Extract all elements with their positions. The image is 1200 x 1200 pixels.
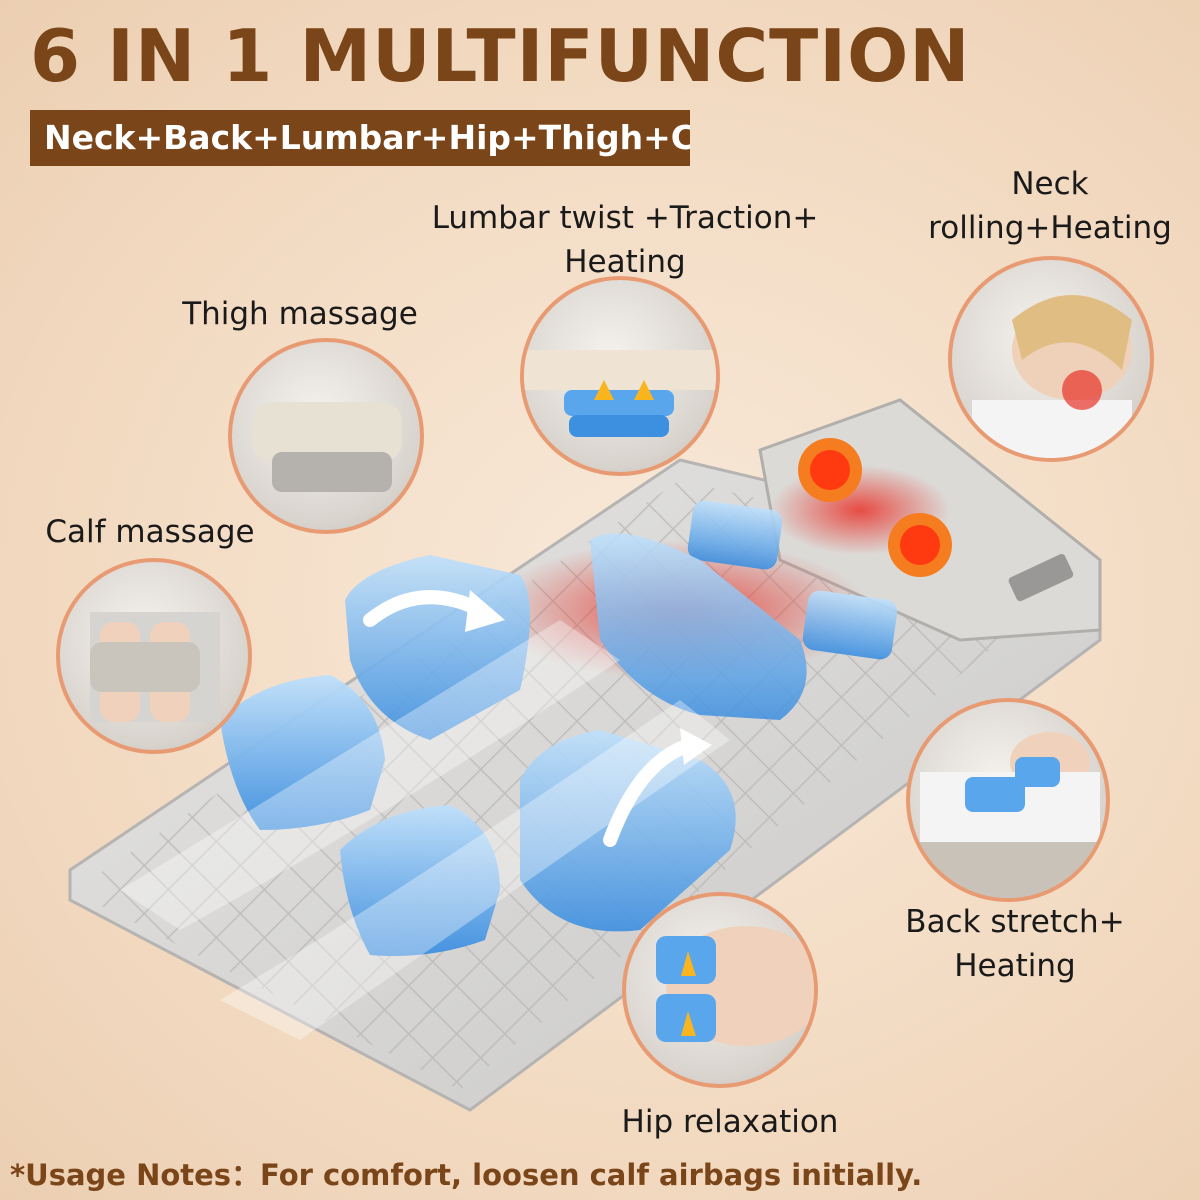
headline-title: 6 IN 1 MULTIFUNCTION [30, 14, 971, 98]
arrow-icon [363, 590, 487, 627]
airbag-icon [590, 533, 807, 720]
label-back-stretch: Back stretch+ Heating [890, 900, 1140, 988]
label-back-line2: Heating [954, 948, 1076, 984]
label-lumbar-line1: Lumbar twist +Traction+ [431, 200, 819, 236]
back-stretch-photo [906, 698, 1110, 902]
label-back-line1: Back stretch+ [905, 904, 1125, 940]
arrow-icon [465, 590, 505, 632]
arrow-icon [680, 728, 712, 765]
remote-panel [1008, 554, 1074, 602]
body-zones-banner: Neck+Back+Lumbar+Hip+Thigh+Calf [30, 110, 690, 166]
label-neck-rolling: Neck rolling+Heating [910, 162, 1190, 250]
arrow-icon [603, 738, 697, 847]
label-hip-relaxation: Hip relaxation [610, 1100, 850, 1144]
leg-silhouette [120, 620, 620, 930]
heat-roller-icon [798, 438, 862, 502]
airbag-icon [520, 730, 736, 932]
lumbar-twist-photo [520, 276, 720, 476]
label-neck-line2: rolling+Heating [928, 210, 1172, 246]
leg-silhouette [220, 700, 730, 1040]
neck-rolling-photo [948, 256, 1154, 462]
thigh-massage-photo [228, 338, 424, 534]
label-thigh-massage: Thigh massage [170, 292, 430, 336]
hip-relaxation-photo [622, 892, 818, 1088]
label-lumbar-line2: Heating [564, 244, 686, 280]
heat-roller-icon [888, 513, 952, 577]
label-hip-line1: Hip relaxation [621, 1104, 839, 1140]
body-zones-text: Neck+Back+Lumbar+Hip+Thigh+Calf [44, 118, 690, 157]
airbag-icon [220, 675, 385, 830]
label-calf-line1: Calf massage [45, 514, 255, 550]
calf-massage-photo [56, 558, 252, 754]
label-neck-line1: Neck [1011, 166, 1089, 202]
airbag-icon [687, 500, 783, 570]
label-calf-massage: Calf massage [30, 510, 270, 554]
label-thigh-line1: Thigh massage [182, 296, 418, 332]
airbag-icon [340, 805, 500, 956]
airbag-icon [802, 590, 898, 660]
usage-note: *Usage Notes：For comfort, loosen calf ai… [10, 1158, 923, 1192]
label-lumbar-twist: Lumbar twist +Traction+ Heating [415, 196, 835, 284]
